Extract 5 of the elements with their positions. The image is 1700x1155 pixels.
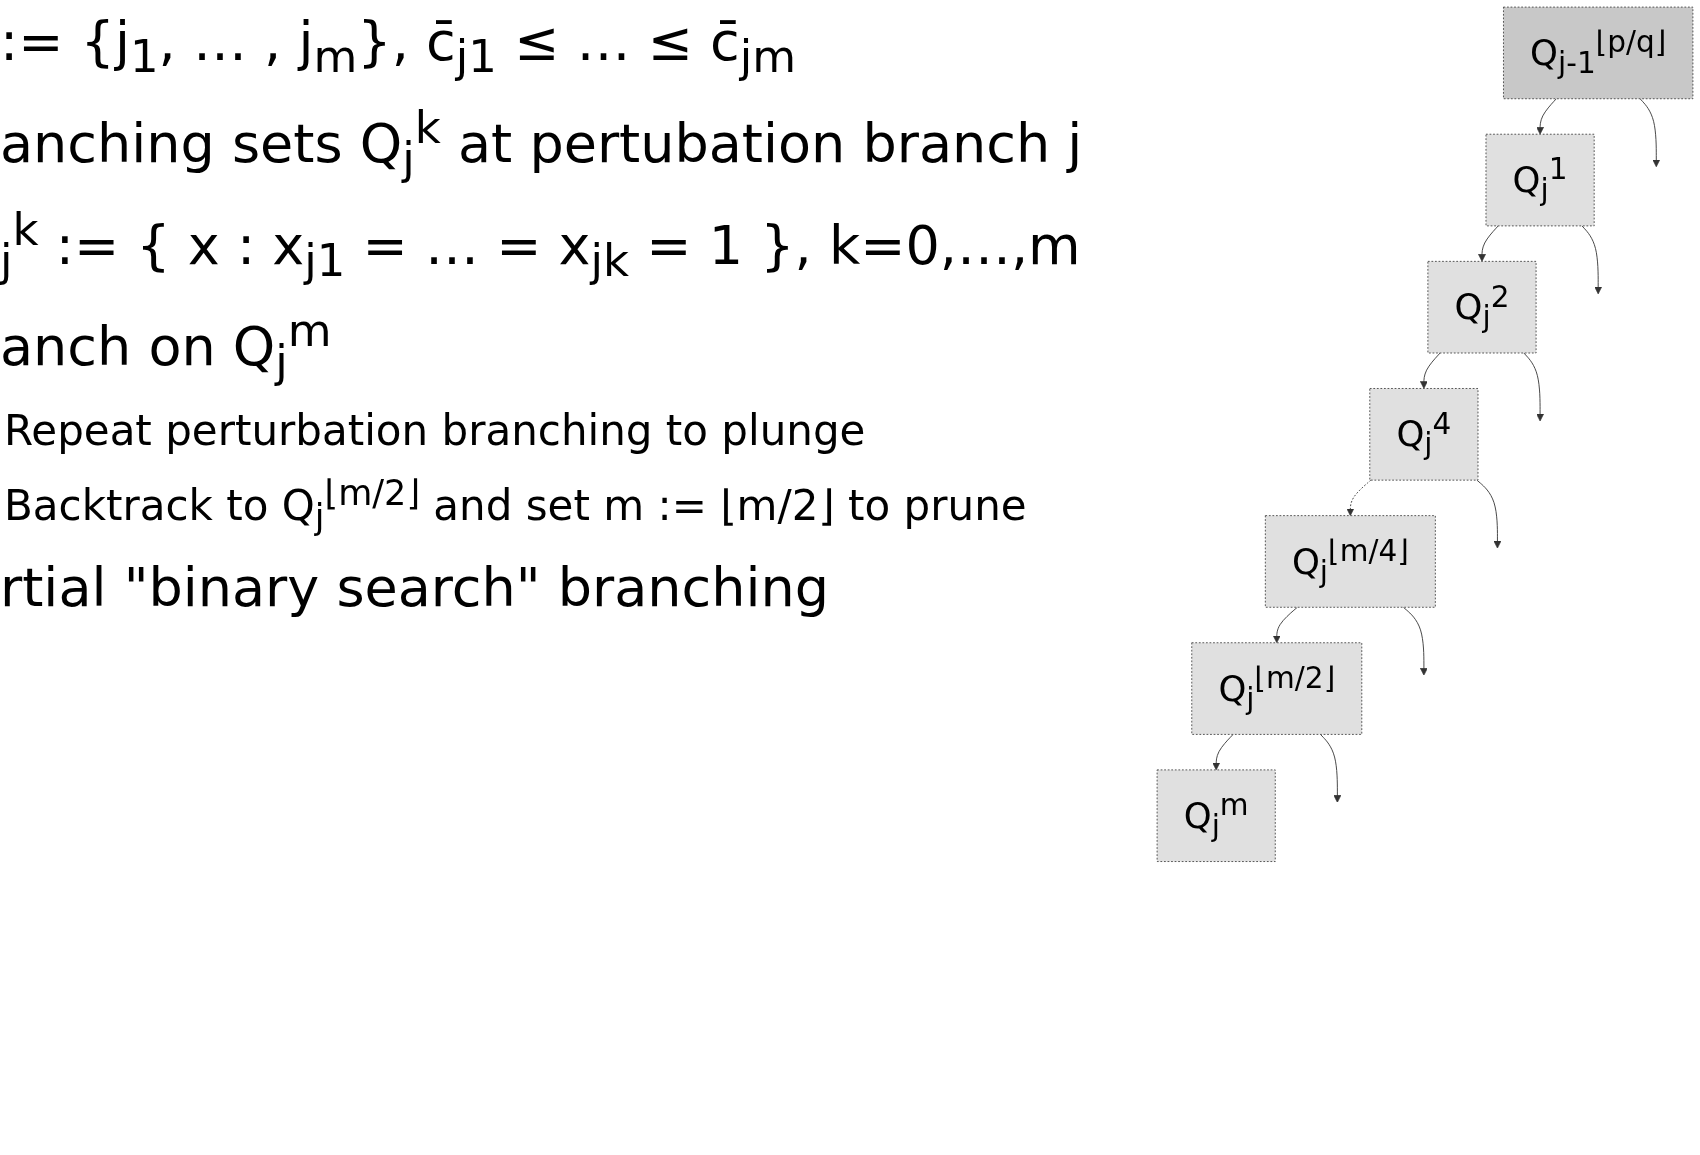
text-line: Backtrack to Q$_{j}$$^{⌊m/2⌋}$ and set m := ⌊m/2⌋ to prune <box>4 473 1027 538</box>
text-line: := {j$_{1}$, … , j$_{m}$}, c̄$_{j1}$ ≤ … ≤ c̄$_{jm}$ <box>0 10 796 83</box>
text-line: anching sets Q$_{j}$$^{k}$ at pertubation branch j <box>0 100 1083 185</box>
text-line: Repeat perturbation branching to plunge <box>4 406 866 456</box>
text-line: rtial "binary search" branching <box>0 555 829 619</box>
